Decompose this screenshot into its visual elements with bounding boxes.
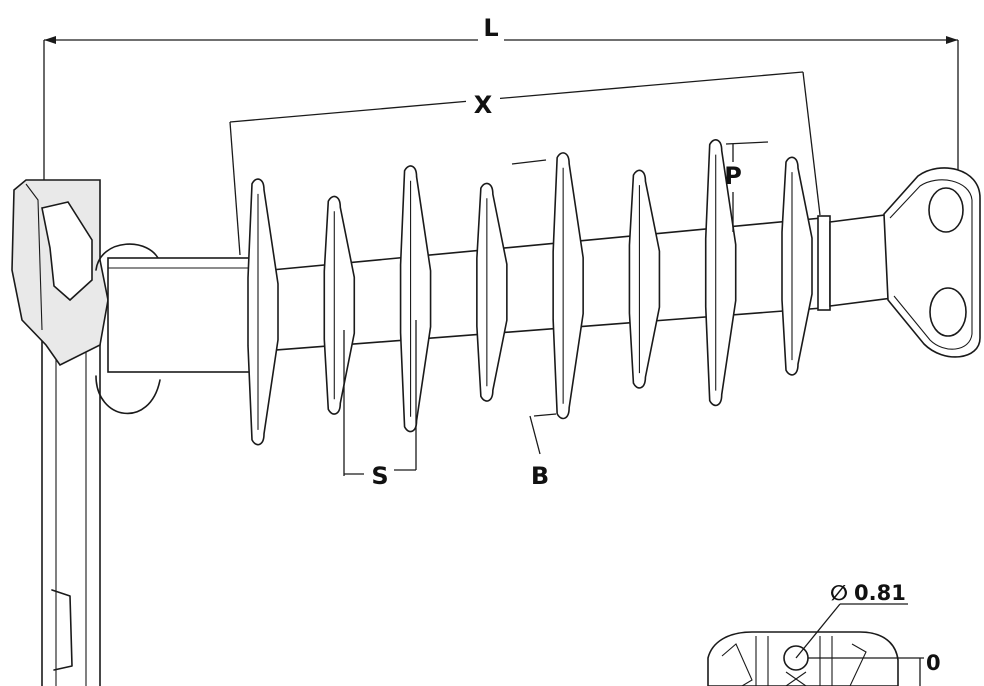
label-l: L [483, 14, 498, 42]
shed-6 [628, 169, 661, 389]
right-collar [817, 215, 831, 311]
detail-cross [785, 671, 807, 686]
right-end-fitting [817, 167, 981, 358]
tongue-plate-inner [889, 179, 973, 350]
shed-5 [552, 152, 584, 420]
dimension-b-bottom [533, 413, 557, 417]
label-hole-diameter: 0.81 [854, 581, 906, 605]
tongue-hole-upper [928, 187, 964, 233]
label-x: X [474, 91, 493, 119]
shed-4 [476, 182, 508, 402]
shed-8 [781, 156, 813, 376]
dimension-b-top [511, 159, 547, 165]
label-corner-value: 0 [926, 651, 941, 675]
dimension-l-right-arrow [946, 36, 958, 44]
dimension-x-right-extension [802, 71, 821, 216]
dimension-x-label-bg [466, 88, 500, 118]
dimension-l-left-arrow [44, 36, 56, 44]
shed-2 [323, 195, 356, 415]
dimension-l-label-bg [478, 14, 504, 42]
diameter-leader [795, 603, 841, 659]
shed-1 [247, 178, 279, 446]
label-s: S [371, 462, 388, 490]
label-b: B [531, 462, 549, 490]
upper-loop [95, 243, 161, 271]
label-p: P [724, 162, 742, 190]
mounting-arm-slot [51, 589, 73, 671]
tongue-hole-lower [929, 287, 967, 337]
sheds [247, 139, 813, 446]
diameter-symbol: ∅ [830, 581, 848, 605]
dimension-b-extension [529, 415, 541, 455]
dimension-b: B [511, 159, 557, 490]
detail-slot-right [838, 643, 867, 686]
bracket-face [41, 201, 93, 302]
dimension-x-left-extension [229, 121, 241, 256]
dimension-x-line [229, 71, 804, 123]
left-end-fitting [11, 179, 251, 686]
shed-7 [704, 139, 737, 407]
dimension-s: S [343, 320, 417, 490]
detail-view: ∅ 0.81 0 [707, 581, 941, 686]
left-end-cap [107, 257, 251, 373]
dimension-p: P [724, 141, 769, 232]
dimension-p-top [725, 141, 769, 145]
lower-loop [95, 375, 161, 415]
dimension-x: X [229, 71, 821, 256]
detail-slot-left [721, 643, 753, 686]
right-end-cap [829, 213, 893, 307]
bracket-edge [25, 183, 43, 331]
